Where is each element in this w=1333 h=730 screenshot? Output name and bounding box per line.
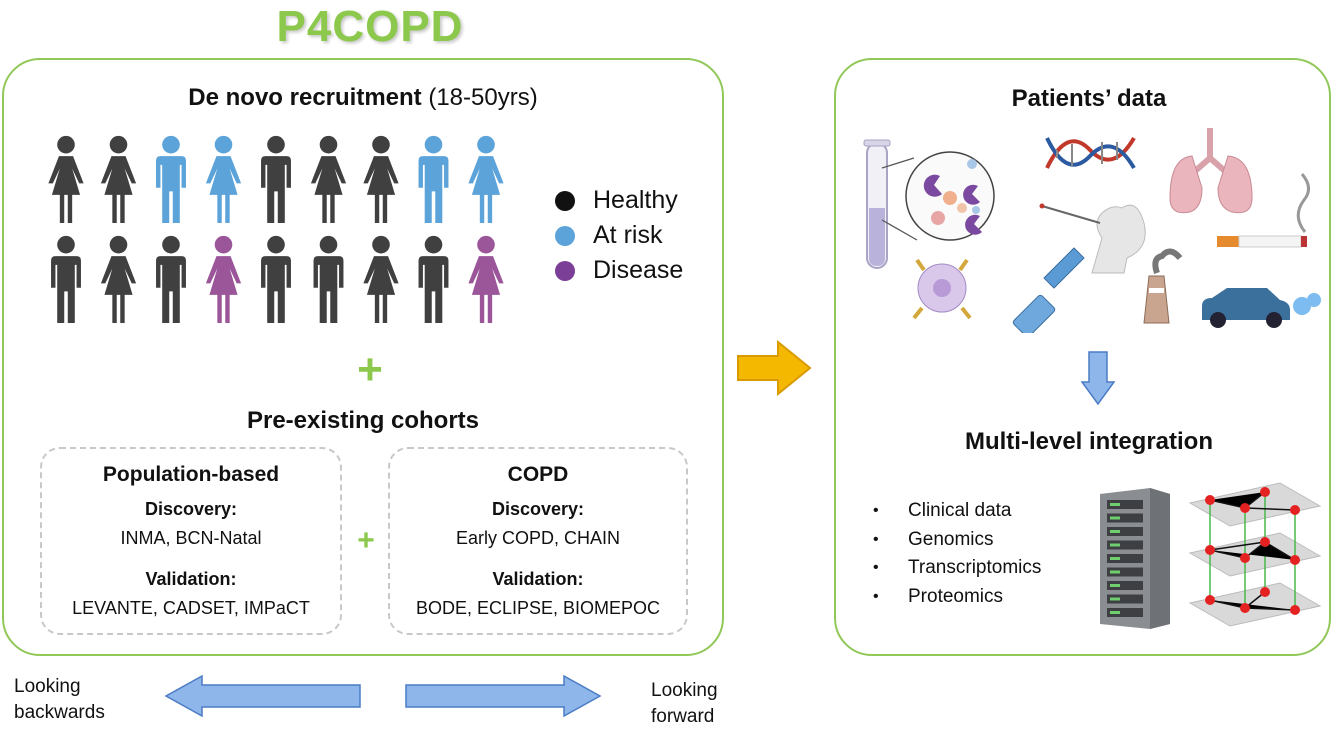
person-female-healthy-icon — [48, 135, 84, 223]
list-item: • Proteomics — [873, 583, 1041, 612]
population-discovery-label: Discovery: — [144, 499, 238, 519]
server-slot — [1107, 500, 1143, 509]
recruitment-plus-icon: + — [357, 345, 383, 394]
cohorts-heading: Pre-existing cohorts — [246, 407, 480, 434]
patients-panel — [834, 58, 1331, 656]
orange-arrow-icon — [737, 340, 812, 396]
integration-heading: Multi-level integration — [964, 428, 1213, 455]
server-slot — [1107, 527, 1143, 536]
list-item-text: Clinical data — [908, 500, 1012, 522]
list-item-text: Genomics — [908, 528, 994, 550]
backward-arrow-icon — [164, 674, 361, 718]
integration-list: • Clinical data • Genomics • Transcriptomic… — [873, 497, 1041, 611]
dna-icon — [1045, 136, 1136, 170]
server-slot — [1107, 513, 1143, 523]
recruitment-heading-text: De novo recruitment — [188, 84, 422, 111]
multilayer-network-icon — [1188, 482, 1322, 627]
looking-forward-line1: Looking — [651, 680, 718, 701]
population-cohort-box: Population-based Discovery: INMA, BCN-Na… — [40, 447, 342, 635]
population-title: Population-based — [102, 463, 280, 486]
car-exhaust-icon — [1202, 288, 1321, 328]
patients-heading: Patients’ data — [1011, 85, 1167, 112]
recruitment-panel — [2, 58, 724, 656]
legend-label-at-risk: At risk — [593, 221, 663, 249]
bullet-icon: • — [873, 587, 879, 605]
server-slot — [1107, 594, 1143, 604]
copd-validation: BODE, ECLIPSE, BIOMEPOC — [415, 598, 661, 618]
server-slot — [1107, 554, 1143, 563]
looking-backwards-label: Looking backwards — [14, 674, 105, 726]
looking-backwards-line1: Looking — [14, 676, 81, 697]
server-slot — [1107, 540, 1143, 550]
person-female-healthy-icon — [363, 135, 399, 223]
person-female-healthy-icon — [363, 235, 399, 323]
inhaler-icon — [1012, 247, 1085, 333]
person-male-healthy-icon — [156, 235, 186, 323]
diagram-title: P4COPD — [276, 2, 464, 51]
healthy-dot-icon — [555, 190, 575, 211]
nasal-swab-icon — [1039, 203, 1146, 274]
person-female-healthy-icon — [100, 235, 137, 323]
server-rack-icon — [1100, 488, 1170, 629]
person-female-healthy-icon — [310, 135, 347, 223]
person-male-at-risk-icon — [156, 135, 186, 223]
looking-forward-line2: forward — [651, 706, 715, 727]
person-male-healthy-icon — [51, 235, 81, 323]
legend-item-disease: Disease — [555, 253, 683, 288]
zoom-line-lower — [881, 219, 918, 241]
list-item: • Genomics — [873, 526, 1041, 555]
copd-title: COPD — [507, 463, 569, 486]
copd-cohort-box: COPD Discovery: Early COPD, CHAIN Valida… — [388, 447, 688, 635]
copd-discovery: Early COPD, CHAIN — [455, 528, 621, 548]
bullet-icon: • — [873, 502, 879, 520]
age-range: (18-50yrs) — [428, 84, 538, 111]
person-male-healthy-icon — [261, 235, 291, 323]
legend-label-disease: Disease — [593, 256, 684, 284]
person-female-disease-icon — [468, 235, 504, 323]
list-item: • Transcriptomics — [873, 554, 1041, 583]
person-male-at-risk-icon — [418, 135, 449, 223]
copd-validation-label: Validation: — [492, 569, 584, 589]
recruitment-heading: De novo recruitment (18-50yrs) — [2, 84, 724, 112]
forward-arrow-icon — [405, 674, 602, 718]
legend-label-healthy: Healthy — [593, 186, 678, 214]
looking-forward-label: Looking forward — [651, 678, 718, 730]
zoom-line-upper — [881, 157, 915, 169]
person-male-healthy-icon — [313, 235, 344, 323]
legend-item-at-risk: At risk — [555, 218, 683, 253]
lungs-icon — [1169, 128, 1253, 214]
person-female-disease-icon — [205, 235, 242, 323]
test-tube-icon — [863, 139, 891, 269]
patient-data-icons — [863, 128, 1321, 333]
looking-backwards-line2: backwards — [14, 702, 105, 723]
server-slot — [1107, 608, 1143, 617]
population-discovery: INMA, BCN-Natal — [120, 528, 262, 548]
server-slot — [1107, 567, 1143, 577]
legend-item-healthy: Healthy — [555, 183, 683, 218]
cohorts-plus-icon: + — [357, 524, 375, 557]
at-risk-dot-icon — [555, 225, 575, 246]
factory-icon — [1143, 248, 1183, 324]
person-female-at-risk-icon — [468, 135, 504, 223]
people-grid — [48, 135, 504, 323]
bullet-icon: • — [873, 530, 879, 548]
cigarette-icon — [1217, 173, 1310, 248]
immune-cell-icon — [912, 258, 972, 320]
person-female-at-risk-icon — [205, 135, 242, 223]
copd-discovery-label: Discovery: — [491, 499, 585, 519]
down-arrow-icon — [1080, 351, 1116, 406]
server-slot — [1107, 581, 1143, 590]
person-female-healthy-icon — [100, 135, 137, 223]
person-male-healthy-icon — [418, 235, 449, 323]
population-validation: LEVANTE, CADSET, IMPaCT — [72, 598, 310, 618]
list-item-text: Transcriptomics — [908, 557, 1042, 579]
list-item: • Clinical data — [873, 497, 1041, 526]
legend: Healthy At risk Disease — [555, 183, 683, 288]
list-item-text: Proteomics — [908, 585, 1004, 607]
microscope-cells-icon — [905, 151, 995, 241]
population-validation-label: Validation: — [145, 569, 237, 589]
person-male-healthy-icon — [261, 135, 291, 223]
bullet-icon: • — [873, 559, 879, 577]
disease-dot-icon — [555, 260, 575, 281]
